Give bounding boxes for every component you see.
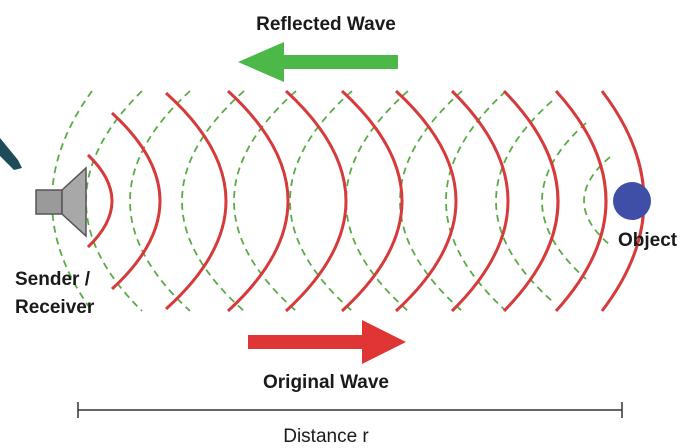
distance-dimension xyxy=(77,402,623,418)
object-label: Object xyxy=(618,230,678,251)
object-dot xyxy=(613,182,651,220)
reflected-wave-fronts xyxy=(51,90,611,312)
reflected-wave-front-5 xyxy=(399,90,463,312)
corner-mark xyxy=(0,138,22,170)
original-wave-front-8 xyxy=(450,89,510,313)
original-wave-front-4 xyxy=(226,89,290,313)
reflected-wave-front-10 xyxy=(129,90,191,312)
reflected-wave-front-2 xyxy=(541,122,587,280)
original-wave-front-5 xyxy=(284,89,348,313)
original-wave-front-2 xyxy=(110,111,162,291)
reflected-wave-label: Reflected Wave xyxy=(256,14,396,35)
original-arrow xyxy=(248,320,406,364)
original-wave-front-10 xyxy=(554,89,608,313)
reflected-wave-front-8 xyxy=(233,90,297,312)
original-wave-front-7 xyxy=(394,89,458,313)
original-wave-label: Original Wave xyxy=(263,372,389,393)
sender-label-line1: Sender / xyxy=(15,269,91,290)
original-wave-front-1 xyxy=(86,153,114,249)
reflected-arrow xyxy=(238,42,398,82)
speaker-icon xyxy=(35,166,87,238)
original-wave-fronts xyxy=(86,89,646,313)
reflected-wave-front-7 xyxy=(289,90,353,312)
original-wave-front-6 xyxy=(340,89,404,313)
reflected-wave-front-11 xyxy=(85,90,143,312)
reflected-wave-front-12 xyxy=(51,90,93,312)
distance-label: Distance r xyxy=(283,426,369,447)
original-wave-front-3 xyxy=(164,91,228,311)
sender-label-line2: Receiver xyxy=(15,297,95,318)
reflected-wave-front-9 xyxy=(181,90,245,312)
reflected-wave-front-3 xyxy=(495,100,553,302)
reflected-wave-front-6 xyxy=(345,90,409,312)
original-wave-front-9 xyxy=(502,89,560,313)
